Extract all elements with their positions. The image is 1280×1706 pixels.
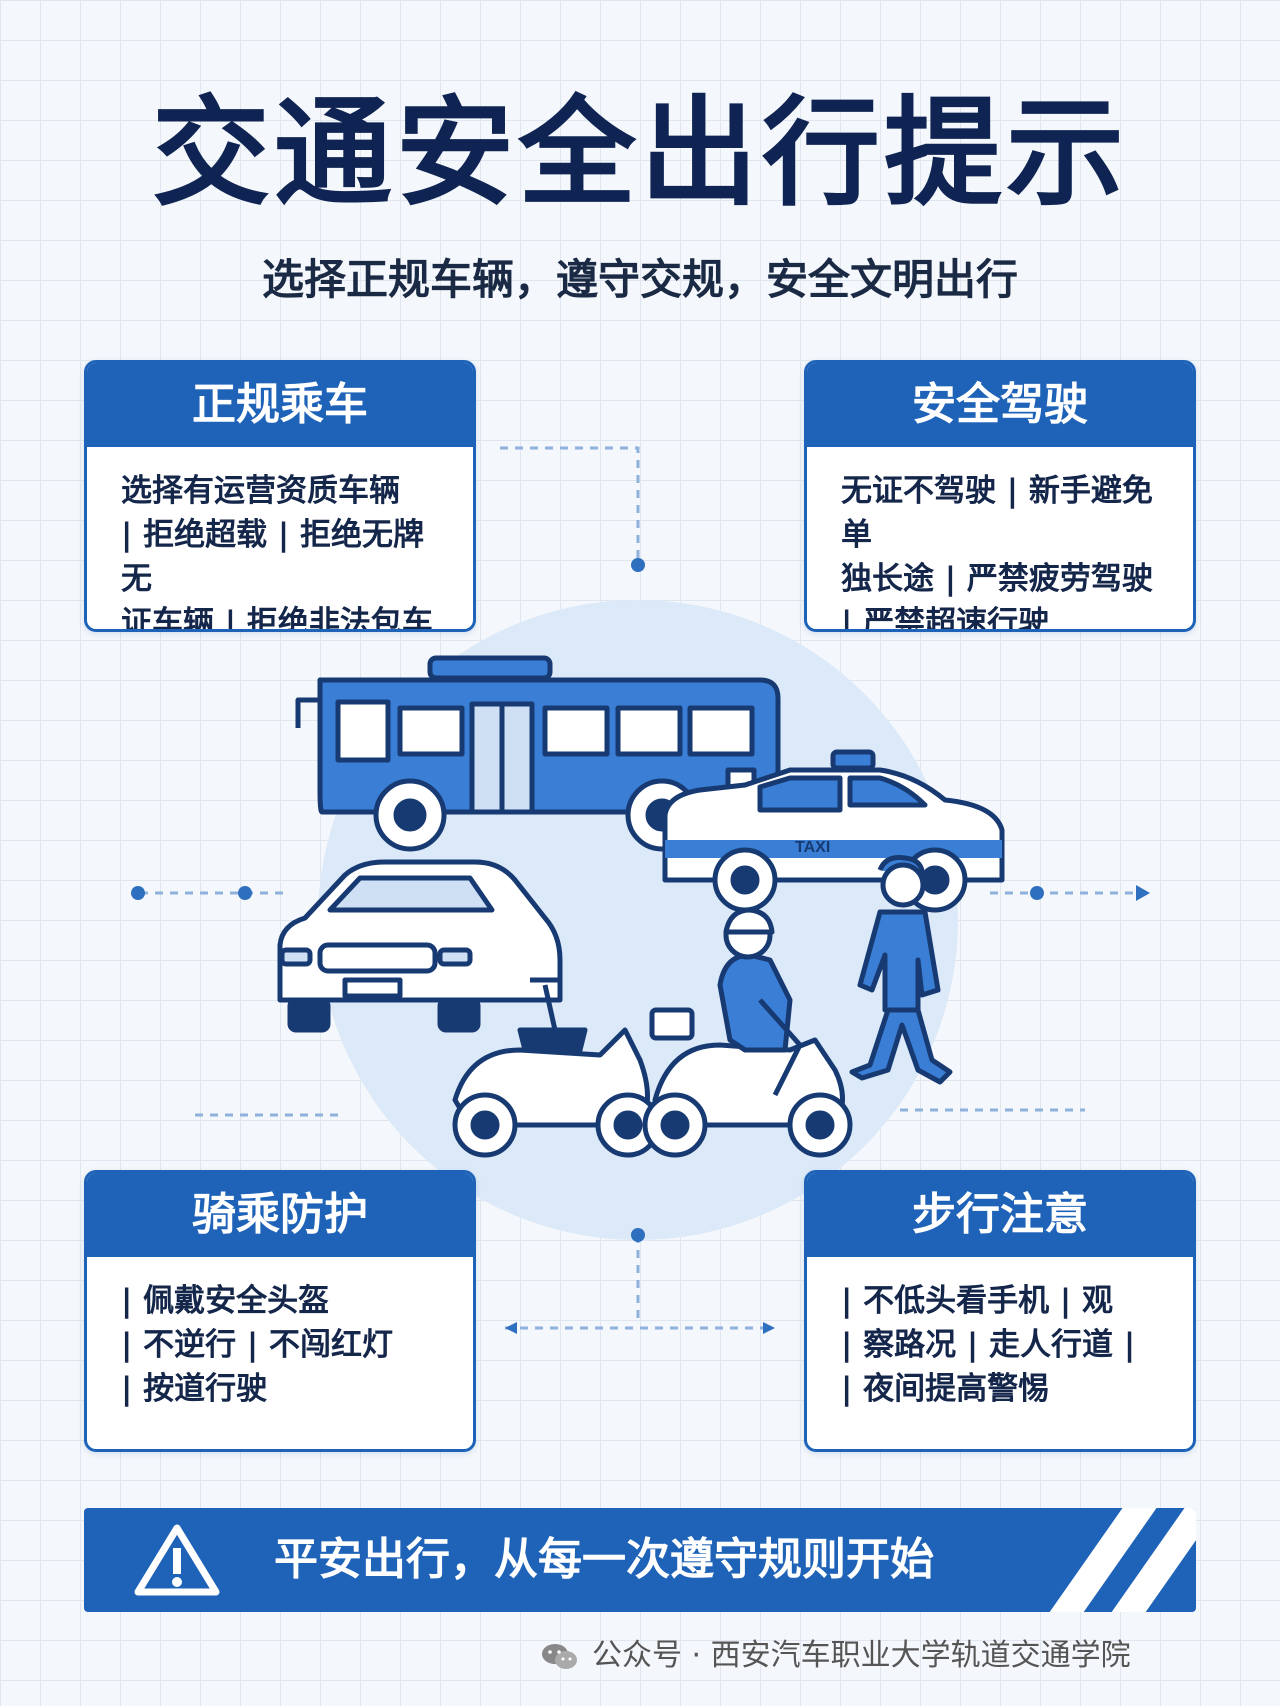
banner-text: 平安出行，从每一次遵守规则开始: [274, 1534, 934, 1585]
card-line: 无证不驾驶 | 新手避免单: [841, 473, 1153, 553]
warning-triangle-icon: [134, 1524, 220, 1596]
connector-dot: [1030, 886, 1044, 900]
card-line: | 察路况 | 走人行道 |: [841, 1327, 1136, 1363]
card-line: | 按道行驶: [121, 1371, 268, 1407]
card-line: | 拒绝超载 | 拒绝无牌无: [121, 517, 425, 597]
card-body: 无证不驾驶 | 新手避免单 独长途 | 严禁疲劳驾驶 | 严禁超速行驶: [807, 447, 1193, 632]
card-line: | 不低头看手机 | 观: [841, 1283, 1114, 1319]
card-safe-driving: 安全驾驶 无证不驾驶 | 新手避免单 独长途 | 严禁疲劳驾驶 | 严禁超速行驶: [804, 360, 1196, 632]
scooter-icon: [452, 977, 661, 1158]
card-title: 骑乘防护: [87, 1173, 473, 1257]
footer-text: 公众号 · 西安汽车职业大学轨道交通学院: [592, 1638, 1131, 1673]
card-riding-protection: 骑乘防护 | 佩戴安全头盔 | 不逆行 | 不闯红灯 | 按道行驶: [84, 1170, 476, 1452]
connector-dot: [131, 886, 145, 900]
connector-arrow-left: [505, 1322, 517, 1334]
card-line: | 严禁超速行驶: [841, 605, 1050, 632]
card-proper-ride: 正规乘车 选择有运营资质车辆 | 拒绝超载 | 拒绝无牌无 证车辆 | 拒绝非法…: [84, 360, 476, 632]
taxi-label: TAXI: [795, 839, 830, 856]
card-line: | 不逆行 | 不闯红灯: [121, 1327, 394, 1363]
page-title: 交通安全出行提示: [151, 84, 1128, 222]
connector-dot: [631, 558, 645, 572]
card-line: 选择有运营资质车辆: [121, 473, 400, 509]
rider-scooter-icon: [642, 907, 853, 1158]
card-body: | 不低头看手机 | 观 | 察路况 | 走人行道 | | 夜间提高警惕: [807, 1257, 1193, 1411]
connector-arrow-right: [763, 1322, 775, 1334]
wechat-icon: [542, 1643, 577, 1669]
connector-dot: [631, 1228, 645, 1242]
card-body: 选择有运营资质车辆 | 拒绝超载 | 拒绝无牌无 证车辆 | 拒绝非法包车: [87, 447, 473, 632]
connector-dot: [238, 886, 252, 900]
card-body: | 佩戴安全头盔 | 不逆行 | 不闯红灯 | 按道行驶: [87, 1257, 473, 1411]
card-title: 步行注意: [807, 1173, 1193, 1257]
card-title: 安全驾驶: [807, 363, 1193, 447]
pedestrian-icon: [849, 855, 953, 1085]
page-subtitle: 选择正规车辆，遵守交规，安全文明出行: [261, 255, 1018, 304]
card-line: 证车辆 | 拒绝非法包车: [121, 605, 433, 632]
connector-lines: [140, 446, 1140, 1330]
card-line: 独长途 | 严禁疲劳驾驶: [841, 561, 1153, 597]
connector-arrow-right: [1136, 885, 1150, 901]
card-line: | 夜间提高警惕: [841, 1371, 1050, 1407]
footer-attribution: 公众号 · 西安汽车职业大学轨道交通学院: [540, 1636, 1131, 1676]
card-line: | 佩戴安全头盔: [121, 1283, 330, 1319]
safety-banner: 平安出行，从每一次遵守规则开始: [84, 1508, 1196, 1612]
sedan-car-icon: [277, 859, 563, 1033]
card-title: 正规乘车: [87, 363, 473, 447]
card-walking-attention: 步行注意 | 不低头看手机 | 观 | 察路况 | 走人行道 | | 夜间提高警…: [804, 1170, 1196, 1452]
